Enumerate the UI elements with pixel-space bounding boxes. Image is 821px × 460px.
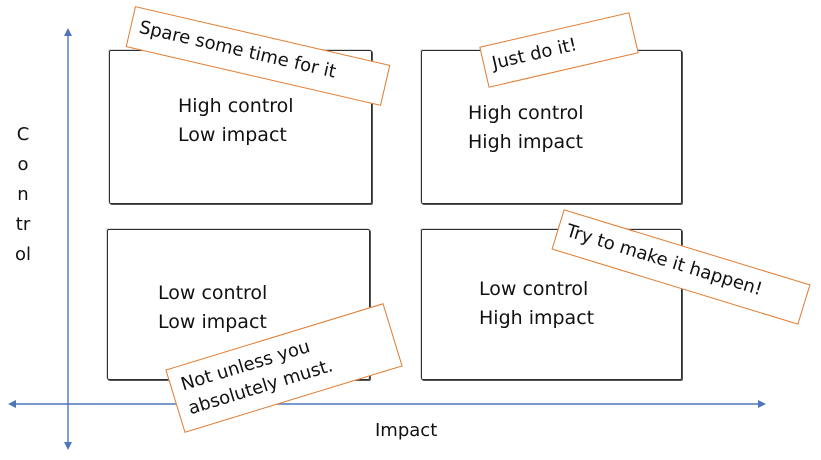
quadrant-label-line: High impact: [468, 131, 584, 153]
quadrant-label-line: Low control: [158, 282, 268, 304]
x-axis-label: Impact: [375, 420, 438, 441]
quadrant-label-line: High control: [178, 95, 294, 117]
quadrant-label-line: High control: [468, 102, 584, 124]
quadrant-label-line: High impact: [479, 307, 595, 329]
quadrant-label-line: Low impact: [158, 311, 267, 333]
quadrant-label-bottom-right: Low control High impact: [479, 275, 594, 333]
quadrant-bottom-right: [421, 229, 682, 380]
quadrant-label-bottom-left: Low control Low impact: [158, 279, 267, 337]
quadrant-label-top-left: High control Low impact: [178, 92, 294, 150]
y-axis-label: Control: [14, 124, 31, 265]
quadrant-label-top-right: High control High impact: [468, 99, 584, 157]
quadrant-label-line: Low control: [479, 278, 589, 300]
quadrant-label-line: Low impact: [178, 124, 287, 146]
